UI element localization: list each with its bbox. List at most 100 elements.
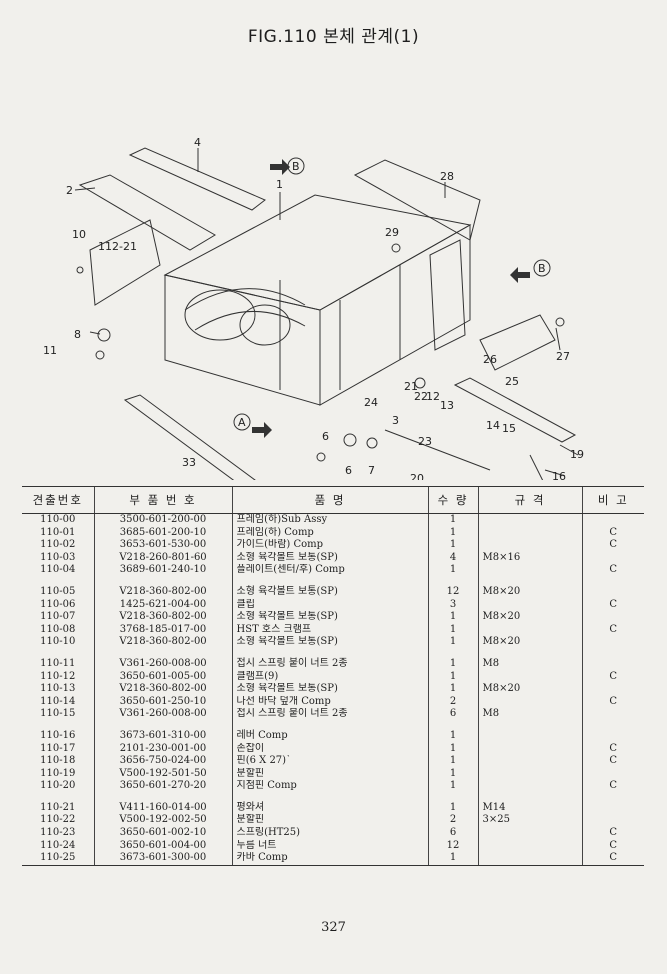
cell-part: 3650-601-250-10 <box>93 695 232 709</box>
callout: A <box>238 416 246 429</box>
cell-name: 카바 Comp <box>231 852 428 866</box>
cell-name: 프레임(하)Sub Assy <box>231 513 428 527</box>
cell-qty: 1 <box>427 623 478 637</box>
cell-remark <box>581 792 644 815</box>
cell-spec: M8×16 <box>477 551 582 565</box>
cell-spec <box>477 852 582 866</box>
cell-remark: C <box>581 695 644 709</box>
rod-20-part <box>384 429 491 471</box>
cell-remark <box>581 551 644 565</box>
cell-qty: 3 <box>427 598 478 612</box>
cell-remark: C <box>581 598 644 612</box>
cell-no: 110-08 <box>40 623 76 635</box>
bracket-part <box>89 219 161 306</box>
cell-part: 3673-601-300-00 <box>93 852 232 866</box>
callout: 7 <box>368 464 375 477</box>
cell-qty: 1 <box>427 539 478 552</box>
cell-spec <box>477 742 582 756</box>
cell-qty: 2 <box>427 695 478 709</box>
main-frame-side <box>319 224 471 406</box>
column-header: 품 명 <box>231 486 428 514</box>
cell-name: 스프링(HT25) <box>231 827 428 840</box>
callout: 11 <box>43 344 57 357</box>
callout: 1 <box>276 178 283 191</box>
cell-remark <box>581 513 644 527</box>
cell-name: 소형 육각볼트 보통(SP) <box>231 683 428 696</box>
callout-labels: 1 2 4 5 6 6 7 8 10 11 112-21 12 13 14 15… <box>43 136 584 480</box>
cell-spec <box>477 780 582 793</box>
cell-no: 110-21 <box>40 801 76 813</box>
cell-part: 3650-601-270-20 <box>93 780 232 793</box>
cell-spec: M8 <box>477 708 582 721</box>
cell-qty: 6 <box>427 708 478 721</box>
cell-name: 접시 스프링 붙이 너트 2종 <box>231 708 428 721</box>
cell-name: 가이드(바람) Comp <box>231 539 428 552</box>
cell-qty: 4 <box>427 551 478 565</box>
table-header-row: 견출번호 부 품 번 호 품 명 수 량 규 격 비 고 <box>22 486 644 514</box>
cell-part: 1425-621-004-00 <box>93 598 232 612</box>
callout: 3 <box>392 414 399 427</box>
cell-qty: 1 <box>427 526 478 540</box>
cell-part: 3689-601-240-10 <box>93 564 232 577</box>
column-header: 견출번호 <box>22 486 94 514</box>
cell-no: 110-02 <box>40 539 76 551</box>
callout: 20 <box>410 472 424 480</box>
cell-remark <box>581 708 644 721</box>
cell-no: 110-15 <box>40 708 76 720</box>
cell-qty: 6 <box>427 827 478 840</box>
callout: 23 <box>418 435 432 448</box>
callout: 8 <box>74 328 81 341</box>
cell-part: 3650-601-005-00 <box>93 670 232 684</box>
cell-spec <box>477 539 582 552</box>
cell-qty: 1 <box>427 636 478 649</box>
callout: 33 <box>182 456 196 469</box>
cell-remark: C <box>581 852 644 866</box>
cell-qty: 12 <box>427 839 478 853</box>
cell-qty: 1 <box>427 767 478 781</box>
cell-remark: C <box>581 780 644 793</box>
callout: 112-21 <box>98 240 137 253</box>
cell-spec <box>477 526 582 540</box>
cell-name: HST 호스 크램프 <box>231 623 428 637</box>
callout: 2 <box>66 184 73 197</box>
cell-spec <box>477 695 582 709</box>
callout: B <box>538 262 546 275</box>
cell-spec <box>477 670 582 684</box>
cell-qty: 1 <box>427 670 478 684</box>
cell-no: 110-12 <box>40 670 76 682</box>
cell-spec <box>477 598 582 612</box>
cell-no: 110-11 <box>40 657 76 669</box>
cell-spec <box>477 827 582 840</box>
cell-name: 평와셔 <box>231 792 428 815</box>
cell-spec <box>477 623 582 637</box>
cell-name: 손잡이 <box>231 742 428 756</box>
cell-spec <box>477 767 582 781</box>
cell-no: 110-14 <box>40 695 76 707</box>
cell-remark: C <box>581 755 644 768</box>
cell-name: 분할핀 <box>231 814 428 828</box>
cell-remark <box>581 611 644 624</box>
cell-no: 110-07 <box>40 611 76 623</box>
cell-qty: 2 <box>427 814 478 828</box>
bracket-26-part <box>479 314 556 371</box>
rail-14-part <box>453 377 577 443</box>
column-header: 수 량 <box>427 486 478 514</box>
bar-33-part <box>123 394 256 480</box>
cell-remark <box>581 636 644 649</box>
cell-spec: M8×20 <box>477 683 582 696</box>
cell-qty: 1 <box>427 648 478 671</box>
cell-part: 3650-601-002-10 <box>93 827 232 840</box>
cell-no: 110-01 <box>40 526 76 538</box>
cell-spec <box>477 839 582 853</box>
